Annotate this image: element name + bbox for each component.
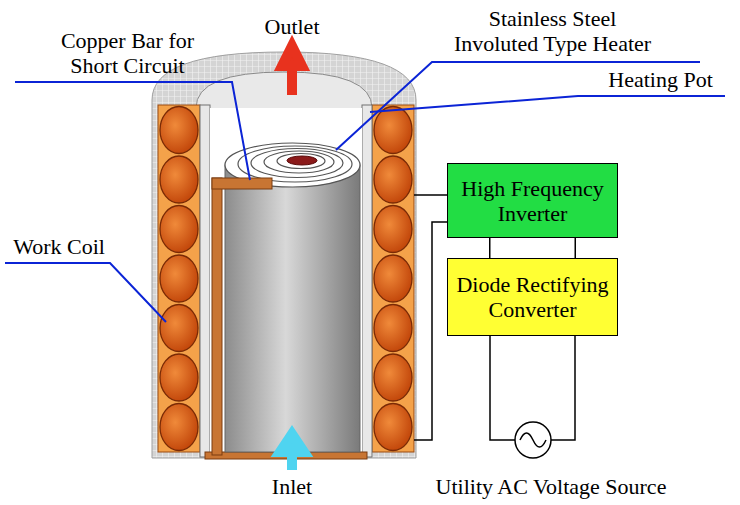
coil-turn <box>374 305 412 352</box>
heater-spiral <box>264 151 334 173</box>
wire-line <box>575 238 577 258</box>
wire <box>551 336 575 440</box>
part-label: Outlet <box>252 14 332 39</box>
box-label: High Frequency Inverter <box>454 176 611 226</box>
part-label: Work Coil <box>8 234 110 259</box>
heater-spiral <box>238 146 352 182</box>
wire-line <box>489 238 491 258</box>
coil-turn <box>374 206 412 253</box>
coil-turn <box>160 305 198 352</box>
wire <box>414 222 447 440</box>
wire-connector <box>489 238 490 258</box>
copper-bar <box>212 178 272 189</box>
heating-pot-wall <box>200 105 210 457</box>
coil-turn <box>160 255 198 302</box>
heater-core <box>287 156 317 165</box>
heater-spiral <box>277 154 325 169</box>
inlet-arrow <box>280 434 304 470</box>
coil-turn <box>160 354 198 401</box>
converter-box: Diode Rectifying Converter <box>447 258 618 336</box>
box-label: Diode Rectifying Converter <box>454 272 611 322</box>
inverter-box: High Frequency Inverter <box>447 163 618 238</box>
coil-turn <box>374 156 412 203</box>
coil-turn <box>374 404 412 451</box>
heater-spiral <box>251 149 343 178</box>
wire-connector <box>575 238 576 258</box>
leader-line <box>15 82 250 180</box>
pot-interior <box>210 108 362 456</box>
coil-turn <box>160 107 198 154</box>
ac-source-symbol <box>515 422 551 458</box>
part-label: Inlet <box>262 474 322 499</box>
coil-turn <box>160 404 198 451</box>
leader-line <box>5 263 166 322</box>
coil-turn <box>374 107 412 154</box>
coil-turn <box>374 255 412 302</box>
part-label: Copper Bar for Short Circuit <box>40 28 215 78</box>
coil-strip <box>158 105 200 452</box>
wire <box>490 336 515 440</box>
part-label: Stainless Steel Involuted Type Heater <box>445 6 660 56</box>
wire <box>414 194 447 196</box>
leader-line <box>370 96 725 112</box>
part-label: Heating Pot <box>598 67 723 92</box>
lid <box>196 72 372 108</box>
source-label: Utility AC Voltage Source <box>370 474 732 499</box>
heating-pot-wall <box>362 105 372 457</box>
copper-bar <box>212 178 222 455</box>
outlet-arrow <box>282 46 302 95</box>
coil-turn <box>160 206 198 253</box>
coil-turn <box>374 354 412 401</box>
sine-wave <box>520 433 546 447</box>
heater-cylinder <box>225 165 360 452</box>
coil-strip <box>372 105 414 452</box>
coil-turn <box>160 156 198 203</box>
